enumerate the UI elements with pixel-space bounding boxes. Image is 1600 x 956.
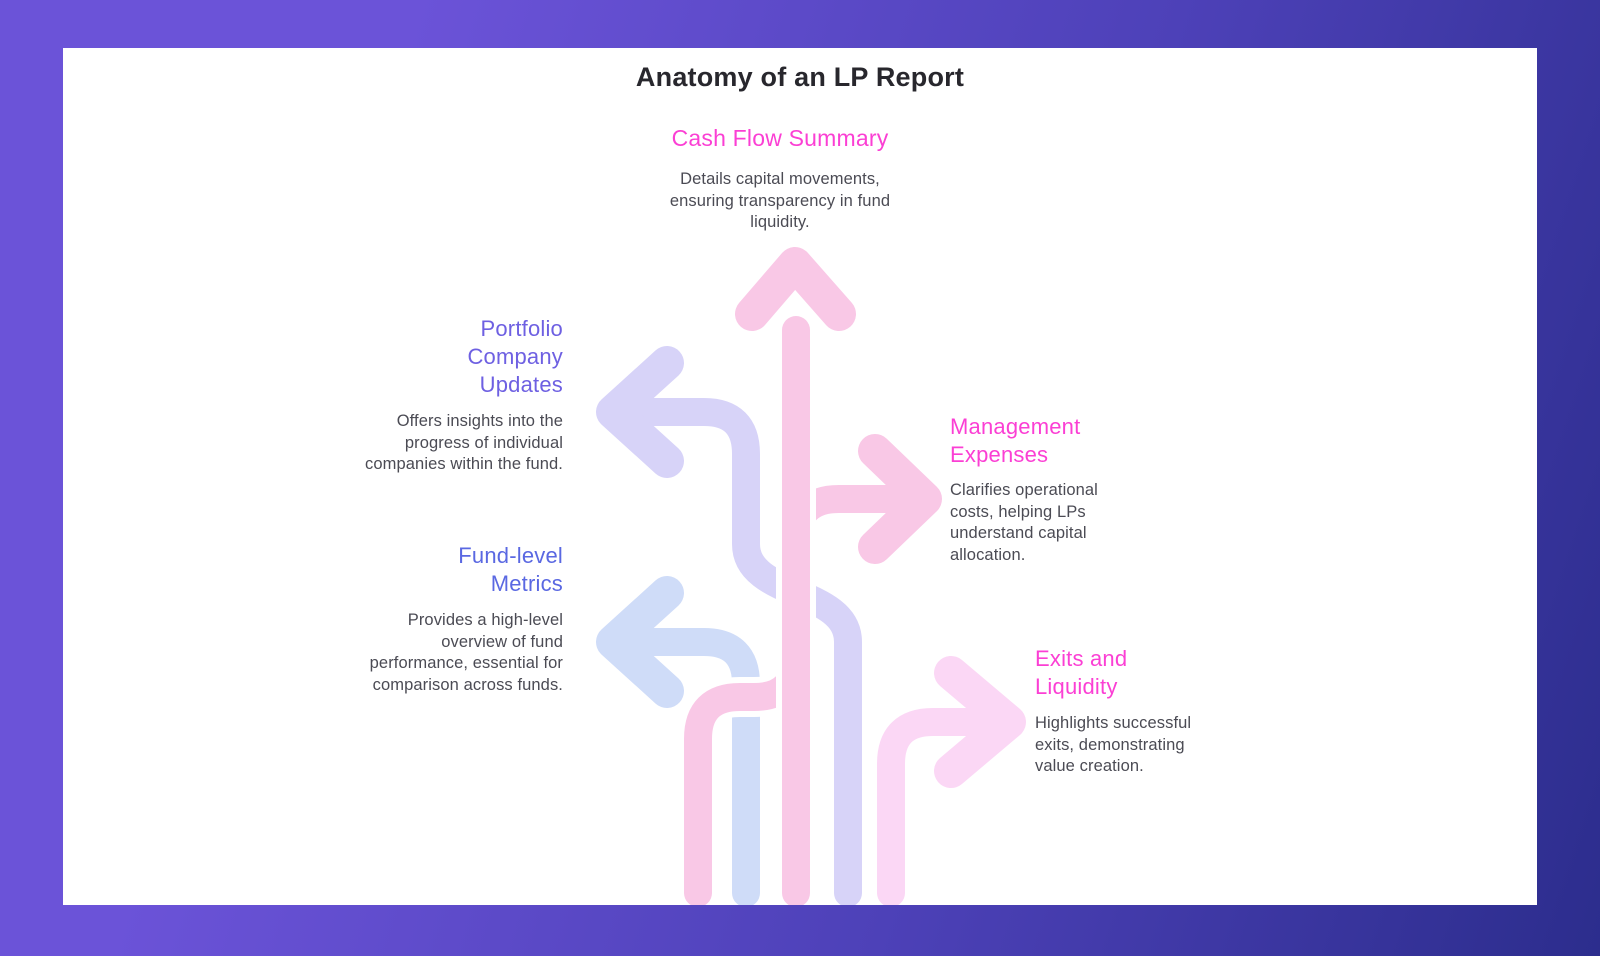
section-description-portfolio-company-updates: Offers insights into the progress of ind… bbox=[365, 412, 563, 473]
section-heading-fund-level-metrics: Fund-level Metrics bbox=[458, 543, 563, 596]
infographic-card: Anatomy of an LP Report Cash Flow Summar… bbox=[63, 48, 1537, 905]
section-description-fund-level-metrics: Provides a high-level overview of fund p… bbox=[369, 611, 563, 694]
cash-flow-summary-arrow bbox=[729, 241, 862, 905]
section-heading-cash-flow-summary: Cash Flow Summary bbox=[671, 125, 889, 151]
portfolio-company-updates-arrow bbox=[590, 340, 868, 905]
section-heading-portfolio-company-updates: Portfolio Company Updates bbox=[467, 316, 563, 397]
section-description-management-expenses: Clarifies operational costs, helping LPs… bbox=[950, 481, 1098, 564]
section-heading-exits-and-liquidity: Exits and Liquidity bbox=[1035, 646, 1128, 699]
page-title: Anatomy of an LP Report bbox=[635, 62, 965, 92]
section-description-cash-flow-summary: Details capital movements, ensuring tran… bbox=[669, 170, 891, 231]
section-description-exits-and-liquidity: Highlights successful exits, demonstrati… bbox=[1035, 714, 1192, 775]
section-heading-management-expenses: Management Expenses bbox=[950, 414, 1081, 467]
lp-report-arrows-diagram bbox=[590, 241, 1032, 905]
exits-and-liquidity-arrow bbox=[871, 650, 1032, 905]
